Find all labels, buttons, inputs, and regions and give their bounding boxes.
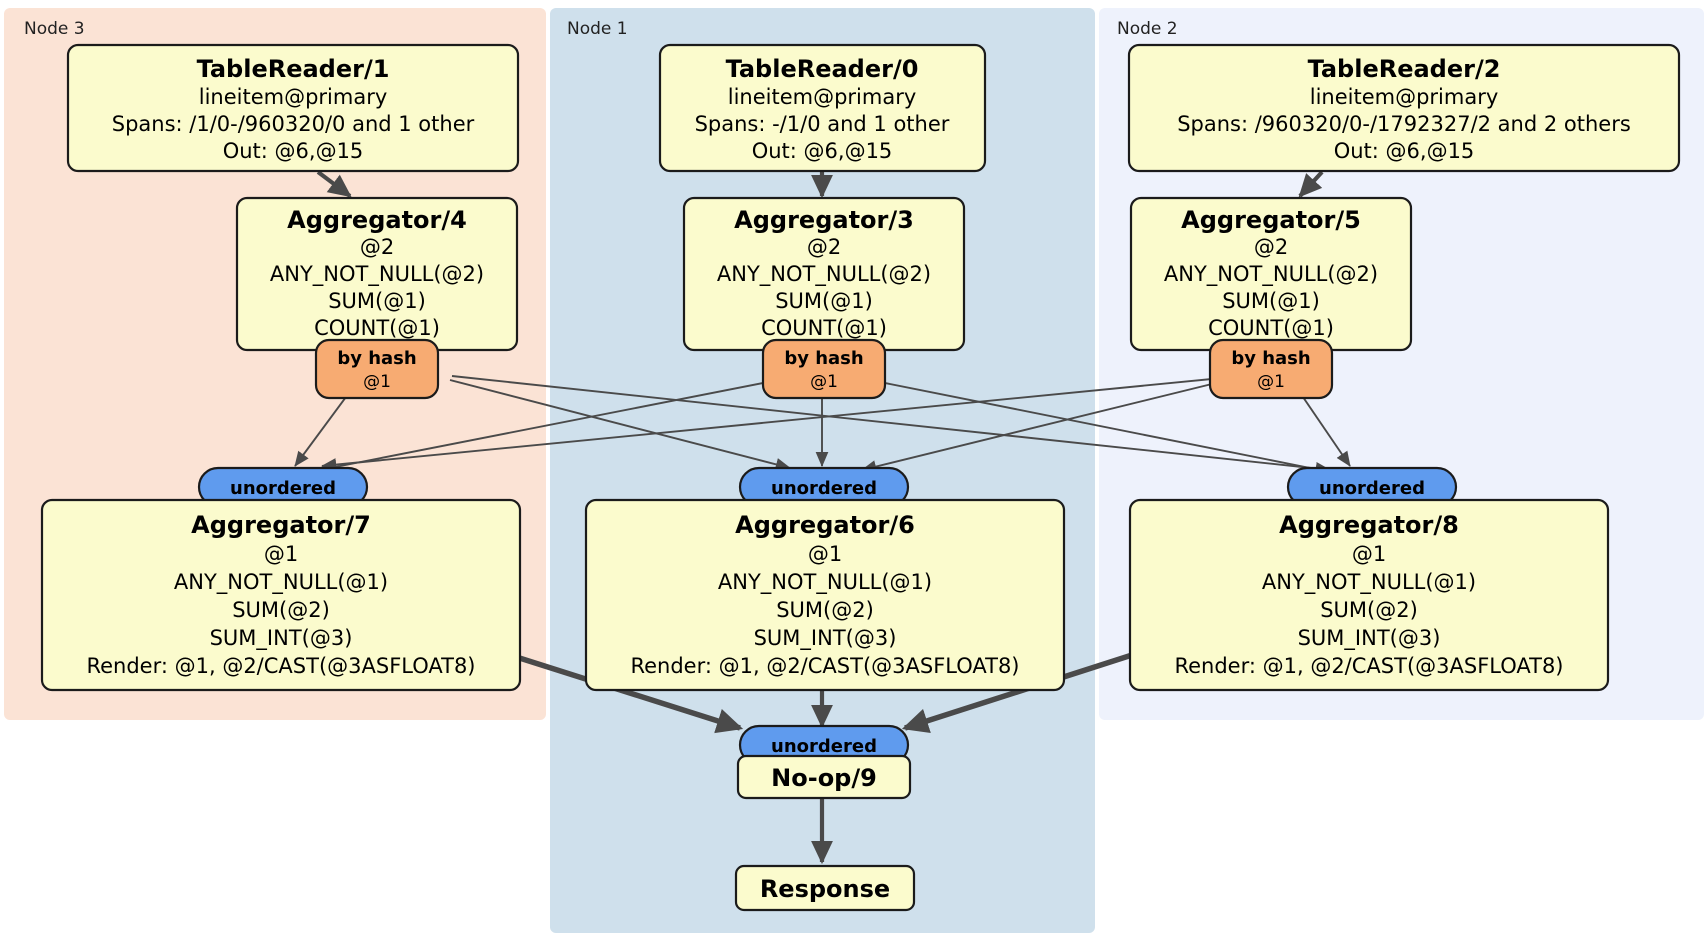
- aggregator-6-line-1: ANY_NOT_NULL(@1): [718, 570, 932, 595]
- region-label-node-1: Node 1: [567, 19, 628, 39]
- aggregator-8-line-1: ANY_NOT_NULL(@1): [1262, 570, 1476, 595]
- unordered-center-label: unordered: [771, 478, 877, 499]
- aggregator-4-line-3: COUNT(@1): [314, 316, 440, 340]
- aggregator-5-title: Aggregator/5: [1181, 206, 1361, 234]
- aggregator-4-line-0: @2: [360, 235, 394, 259]
- box-noop-9[interactable]: No-op/9: [736, 754, 912, 800]
- edge-hashL-to-unorderedC: [449, 379, 791, 471]
- noop-9-title: No-op/9: [771, 764, 877, 792]
- box-aggregator-8[interactable]: Aggregator/8 @1 ANY_NOT_NULL(@1) SUM(@2)…: [1128, 498, 1610, 692]
- aggregator-8-line-2: SUM(@2): [1320, 598, 1418, 622]
- box-table-reader-1[interactable]: TableReader/1 lineitem@primary Spans: /1…: [66, 43, 520, 173]
- aggregator-7-line-2: SUM(@2): [232, 598, 330, 622]
- box-response[interactable]: Response: [734, 864, 916, 912]
- aggregator-8-title: Aggregator/8: [1279, 511, 1459, 539]
- aggregator-7-title: Aggregator/7: [191, 511, 371, 539]
- router-by-hash-center[interactable]: by hash @1: [761, 338, 887, 400]
- table-reader-2-line-0: lineitem@primary: [1310, 85, 1499, 109]
- table-reader-1-line-2: Out: @6,@15: [223, 139, 364, 163]
- aggregator-6-line-0: @1: [808, 542, 842, 566]
- aggregator-4-line-1: ANY_NOT_NULL(@2): [270, 262, 484, 287]
- box-table-reader-0[interactable]: TableReader/0 lineitem@primary Spans: -/…: [658, 43, 987, 173]
- aggregator-7-line-0: @1: [264, 542, 298, 566]
- response-title: Response: [760, 875, 890, 903]
- table-reader-0-title: TableReader/0: [726, 55, 919, 83]
- table-reader-0-line-2: Out: @6,@15: [752, 139, 893, 163]
- synchronizer-unordered-final[interactable]: unordered: [738, 724, 910, 766]
- box-aggregator-4[interactable]: Aggregator/4 @2 ANY_NOT_NULL(@2) SUM(@1)…: [235, 196, 519, 352]
- box-aggregator-5[interactable]: Aggregator/5 @2 ANY_NOT_NULL(@2) SUM(@1)…: [1129, 196, 1413, 352]
- aggregator-5-line-3: COUNT(@1): [1208, 316, 1334, 340]
- synchronizer-unordered-right[interactable]: unordered: [1286, 466, 1458, 508]
- by-hash-right-sub: @1: [1257, 372, 1285, 392]
- edge-hashL-to-unorderedR: [451, 375, 1331, 475]
- aggregator-7-line-4: Render: @1, @2/CAST(@3ASFLOAT8): [86, 654, 475, 678]
- table-reader-0-line-0: lineitem@primary: [728, 85, 917, 109]
- aggregator-3-line-2: SUM(@1): [775, 289, 873, 313]
- edge-reader1-to-agg4: [316, 170, 352, 198]
- aggregator-8-line-4: Render: @1, @2/CAST(@3ASFLOAT8): [1174, 654, 1563, 678]
- aggregator-3-line-3: COUNT(@1): [761, 316, 887, 340]
- aggregator-6-title: Aggregator/6: [735, 511, 915, 539]
- by-hash-center-label: by hash: [784, 348, 863, 369]
- by-hash-left-sub: @1: [363, 372, 391, 392]
- by-hash-left-label: by hash: [337, 348, 416, 369]
- router-by-hash-right[interactable]: by hash @1: [1208, 338, 1334, 400]
- edge-group-aggregator-to-final: [509, 652, 1133, 734]
- edge-hashC-to-unorderedL: [319, 381, 769, 474]
- aggregator-6-line-2: SUM(@2): [776, 598, 874, 622]
- aggregator-5-line-1: ANY_NOT_NULL(@2): [1164, 262, 1378, 287]
- unordered-final-label: unordered: [771, 736, 877, 757]
- aggregator-7-line-3: SUM_INT(@3): [210, 626, 353, 651]
- aggregator-7-line-1: ANY_NOT_NULL(@1): [174, 570, 388, 595]
- aggregator-8-line-0: @1: [1352, 542, 1386, 566]
- edge-group-hash-to-unordered: [294, 375, 1351, 476]
- edge-group-reader-to-aggregator: [316, 170, 1324, 199]
- aggregator-6-line-3: SUM_INT(@3): [754, 626, 897, 651]
- table-reader-2-line-1: Spans: /960320/0-/1792327/2 and 2 others: [1177, 112, 1631, 136]
- edge-hashR-to-unorderedC: [861, 381, 1221, 473]
- edge-hashR-to-unorderedL: [321, 377, 1223, 472]
- aggregator-5-line-0: @2: [1254, 235, 1288, 259]
- box-aggregator-7[interactable]: Aggregator/7 @1 ANY_NOT_NULL(@1) SUM(@2)…: [40, 498, 522, 692]
- unordered-left-label: unordered: [230, 478, 336, 499]
- router-by-hash-left[interactable]: by hash @1: [314, 338, 440, 400]
- table-reader-2-line-2: Out: @6,@15: [1334, 139, 1475, 163]
- table-reader-1-line-0: lineitem@primary: [199, 85, 388, 109]
- aggregator-6-line-4: Render: @1, @2/CAST(@3ASFLOAT8): [630, 654, 1019, 678]
- aggregator-4-title: Aggregator/4: [287, 206, 467, 234]
- table-reader-2-title: TableReader/2: [1308, 55, 1501, 83]
- box-aggregator-6[interactable]: Aggregator/6 @1 ANY_NOT_NULL(@1) SUM(@2)…: [584, 498, 1066, 692]
- table-reader-1-title: TableReader/1: [197, 55, 390, 83]
- table-reader-0-line-1: Spans: -/1/0 and 1 other: [695, 112, 950, 136]
- synchronizer-unordered-left[interactable]: unordered: [197, 466, 369, 508]
- edge-agg7-to-final: [509, 652, 744, 734]
- aggregator-3-title: Aggregator/3: [734, 206, 914, 234]
- aggregator-3-line-0: @2: [807, 235, 841, 259]
- region-label-node-2: Node 2: [1117, 19, 1178, 39]
- edge-hashC-to-unorderedR: [879, 381, 1331, 476]
- table-reader-1-line-1: Spans: /1/0-/960320/0 and 1 other: [112, 112, 475, 136]
- aggregator-5-line-2: SUM(@1): [1222, 289, 1320, 313]
- region-label-node-3: Node 3: [24, 19, 85, 39]
- by-hash-center-sub: @1: [810, 372, 838, 392]
- unordered-right-label: unordered: [1319, 478, 1425, 499]
- box-table-reader-2[interactable]: TableReader/2 lineitem@primary Spans: /9…: [1127, 43, 1681, 173]
- aggregator-3-line-1: ANY_NOT_NULL(@2): [717, 262, 931, 287]
- aggregator-4-line-2: SUM(@1): [328, 289, 426, 313]
- box-aggregator-3[interactable]: Aggregator/3 @2 ANY_NOT_NULL(@2) SUM(@1)…: [682, 196, 966, 352]
- by-hash-right-label: by hash: [1231, 348, 1310, 369]
- aggregator-8-line-3: SUM_INT(@3): [1298, 626, 1441, 651]
- edge-reader2-to-agg5: [1298, 170, 1324, 198]
- edge-agg8-to-final: [901, 652, 1133, 733]
